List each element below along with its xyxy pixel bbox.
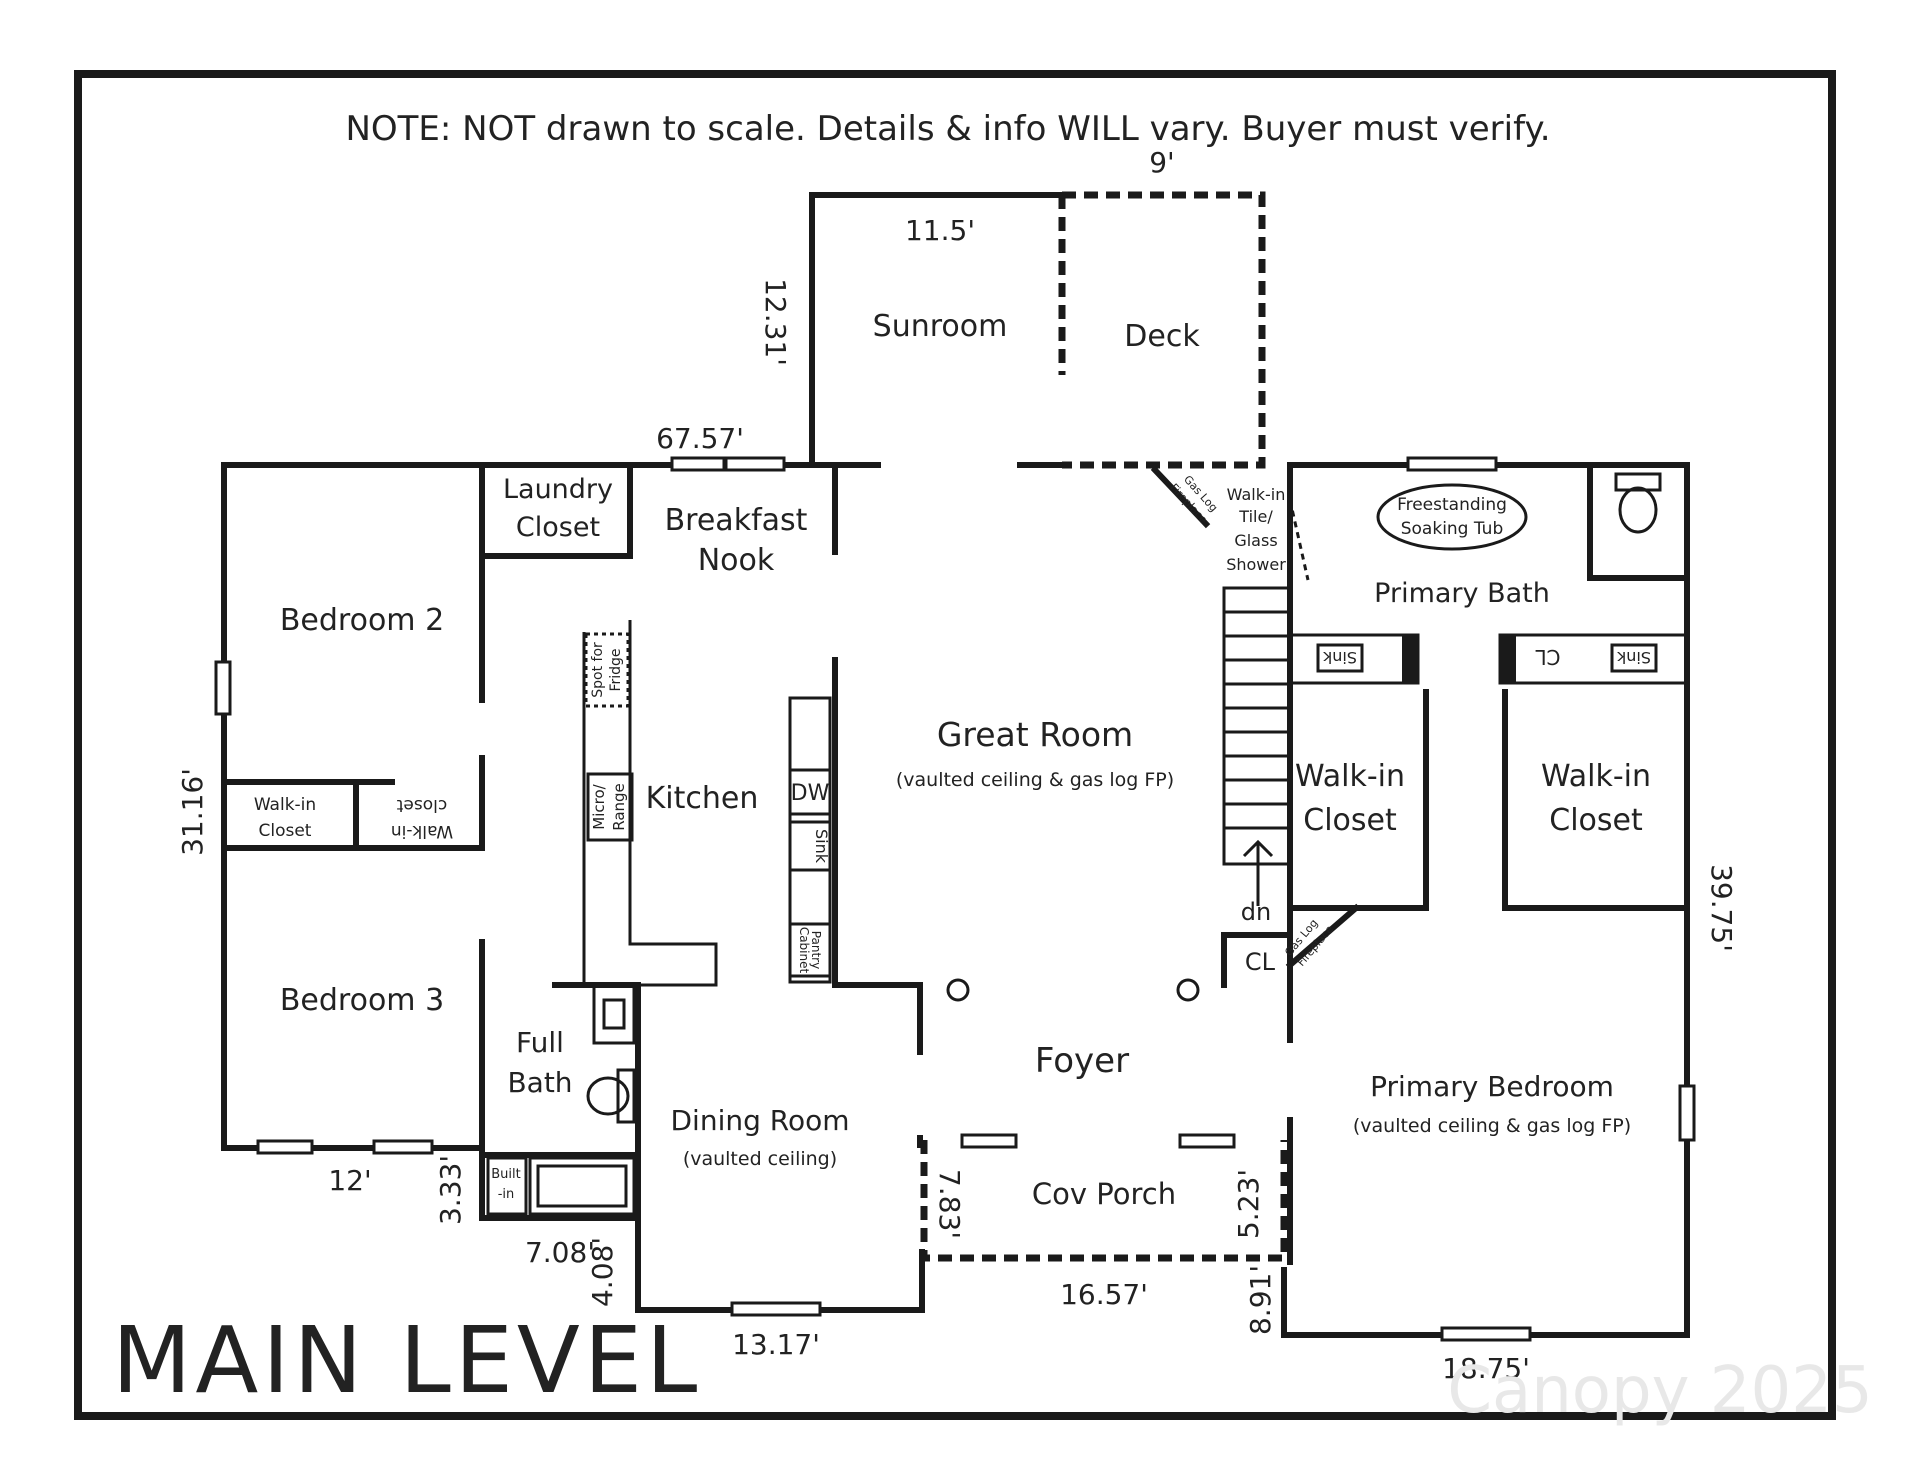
- deck-railing: [1058, 191, 1266, 469]
- dim-bath-width: 7.08': [525, 1236, 595, 1269]
- column-right: [1176, 978, 1200, 1002]
- laundry-closet-label: Closet: [516, 512, 600, 543]
- bedroom3-label: Bedroom 3: [280, 983, 444, 1018]
- watermark: Canopy 2025: [1447, 1354, 1872, 1428]
- level-title: MAIN LEVEL: [112, 1307, 701, 1414]
- dim-step-height: 4.08': [586, 1237, 619, 1307]
- shower-label-3: Glass: [1234, 531, 1277, 550]
- stairs-dn-label: dn: [1241, 898, 1271, 926]
- dining-room-note: (vaulted ceiling): [683, 1148, 837, 1170]
- walkin-closet-mirror-label-2: closet: [396, 795, 447, 815]
- toilet-primary-icon: [1614, 472, 1662, 534]
- stairs: [1222, 586, 1292, 906]
- cabinet-label: Cabinet: [797, 927, 811, 974]
- built-in-label-2: -in: [498, 1187, 515, 1202]
- shower-label-4: Shower: [1226, 555, 1286, 574]
- dw-label: DW: [791, 781, 830, 806]
- dim-bed3-width: 12': [328, 1164, 371, 1197]
- dim-rear-width: 67.57': [656, 422, 744, 455]
- cov-porch-label: Cov Porch: [1032, 1177, 1176, 1211]
- dim-left-height: 31.16': [176, 768, 209, 856]
- built-in-label: Built: [491, 1167, 520, 1182]
- nook-label: Nook: [698, 543, 775, 578]
- walkin-closet-right-label-2: Closet: [1549, 803, 1643, 838]
- deck-label: Deck: [1124, 319, 1200, 354]
- spot-fridge-label: Spot for: [590, 642, 606, 698]
- dim-step-right: 8.91': [1244, 1265, 1277, 1335]
- tub-label-2: Soaking Tub: [1401, 519, 1504, 539]
- walkin-closet-left-label: Walk-in: [254, 795, 316, 815]
- dim-porch-width: 16.57': [1060, 1278, 1148, 1311]
- walls: [221, 192, 1690, 1338]
- pantry-label: Pantry: [809, 931, 823, 969]
- column-left: [946, 978, 970, 1002]
- gas-log-fireplace-great-room: [1150, 465, 1211, 529]
- full-label: Full: [516, 1026, 564, 1059]
- outer-frame: [74, 70, 1836, 1420]
- micro-label: Micro/: [590, 783, 608, 829]
- primary-bedroom-label: Primary Bedroom: [1370, 1070, 1614, 1103]
- range-label: Range: [610, 783, 628, 831]
- walkin-closet-right-label: Walk-in: [1541, 759, 1651, 794]
- dim-porch-right: 5.23': [1232, 1169, 1265, 1239]
- windows: [214, 456, 1696, 1342]
- dining-room-label: Dining Room: [670, 1104, 849, 1137]
- foyer-label: Foyer: [1035, 1041, 1129, 1081]
- great-room-label: Great Room: [937, 715, 1133, 754]
- dim-porch-left: 7.83': [933, 1169, 966, 1239]
- walkin-closet-mirror-label: Walk-in: [391, 821, 453, 841]
- bath-sink-left-label: Sink: [1322, 648, 1357, 667]
- built-in-cabinet: [486, 1156, 528, 1216]
- bath-vanity: [592, 983, 636, 1045]
- dim-sunroom-height: 12.31': [759, 278, 792, 366]
- porch-railing: [920, 1140, 1288, 1262]
- sunroom-label: Sunroom: [873, 309, 1008, 344]
- dim-deck-width: 9': [1149, 146, 1175, 179]
- dim-right-height: 39.75': [1705, 864, 1738, 952]
- bath-sink-right-label: Sink: [1616, 648, 1651, 667]
- disclaimer-note: NOTE: NOT drawn to scale. Details & info…: [345, 109, 1550, 149]
- dim-sunroom-width: 11.5': [905, 214, 975, 247]
- dim-dining-width: 13.17': [732, 1328, 820, 1361]
- dim-bath-height: 3.33': [434, 1155, 467, 1225]
- toilet-full-bath-icon: [586, 1068, 636, 1124]
- walkin-closet-mid-label-2: Closet: [1303, 803, 1397, 838]
- foyer-cl-label: CL: [1245, 948, 1276, 976]
- walkin-closet-mid-label: Walk-in: [1295, 759, 1405, 794]
- kitchen-sink-label: Sink: [812, 829, 831, 864]
- bath-cl-label: CL: [1535, 645, 1561, 669]
- walkin-closet-left-label-2: Closet: [259, 821, 312, 841]
- kitchen-label: Kitchen: [646, 781, 759, 816]
- bedroom2-label: Bedroom 2: [280, 603, 444, 638]
- shower-label-1: Walk-in: [1227, 485, 1286, 504]
- breakfast-label: Breakfast: [665, 503, 808, 538]
- bath-label: Bath: [507, 1066, 572, 1099]
- shower-label-2: Tile/: [1238, 507, 1273, 526]
- dim-bedroom-width: 18.75': [1442, 1352, 1530, 1385]
- gas-log-fireplace-primary: [1285, 903, 1361, 970]
- tub-label-1: Freestanding: [1397, 495, 1507, 515]
- laundry-label: Laundry: [503, 474, 613, 505]
- great-room-note: (vaulted ceiling & gas log FP): [896, 769, 1174, 791]
- primary-bath-label: Primary Bath: [1374, 578, 1550, 609]
- vanity-right: [1498, 633, 1689, 685]
- primary-bedroom-note: (vaulted ceiling & gas log FP): [1353, 1115, 1631, 1137]
- bathtub: [528, 1156, 636, 1216]
- soaking-tub: [1376, 483, 1528, 551]
- spot-fridge-label-2: Fridge: [608, 648, 624, 691]
